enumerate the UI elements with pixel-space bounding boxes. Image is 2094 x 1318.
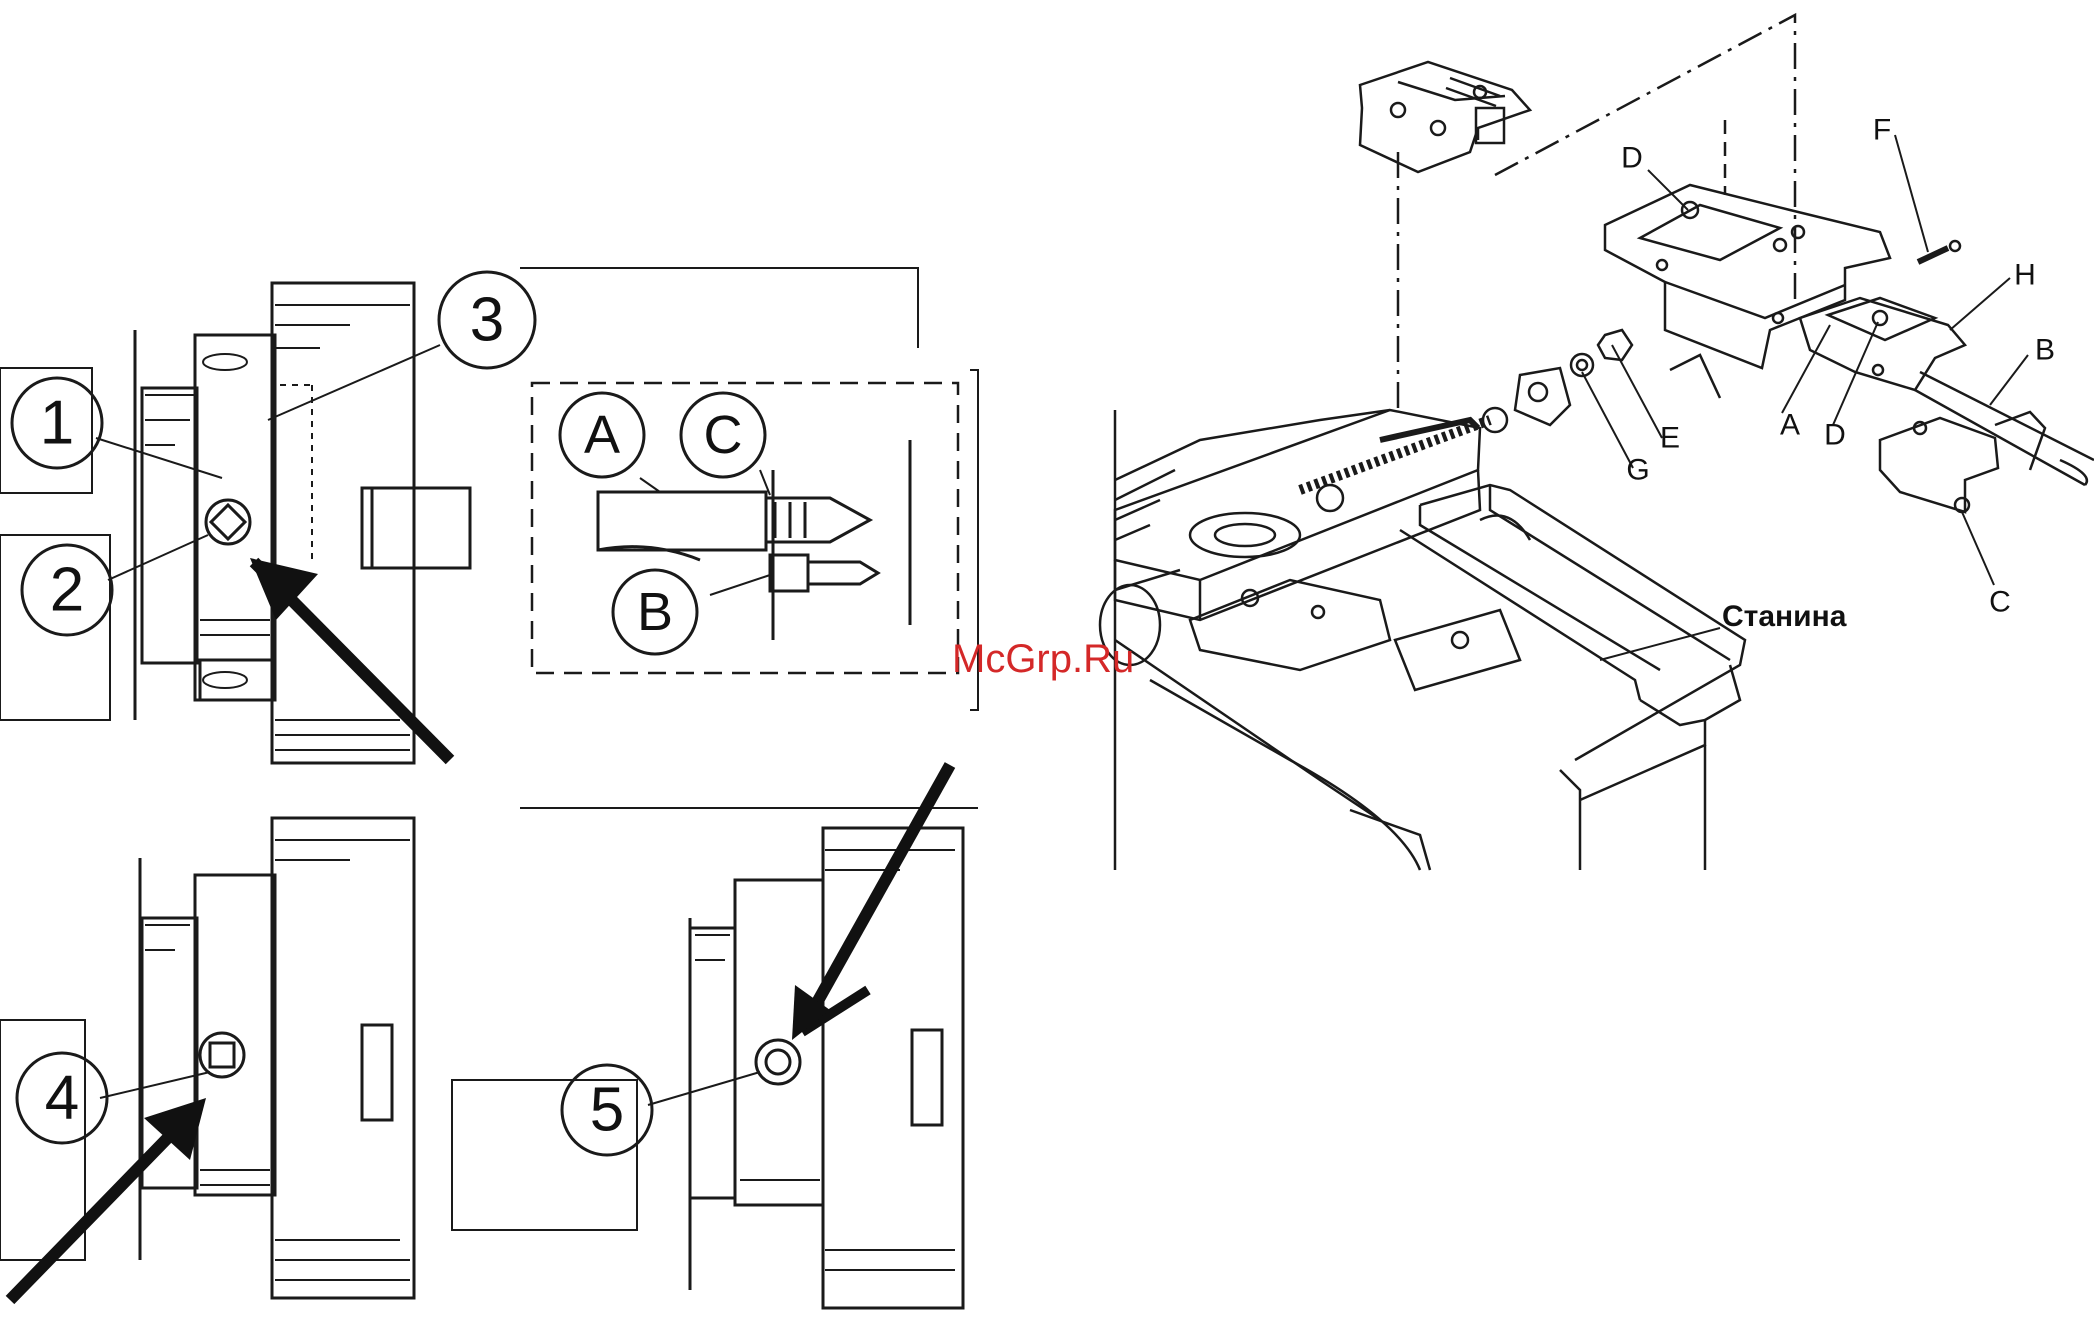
exploded-assembly [1100, 15, 2094, 870]
part-label-b: B [2035, 334, 2055, 367]
part-label-d: D [1621, 142, 1643, 175]
arrow-pointer [10, 1098, 206, 1300]
svg-text:5: 5 [590, 1076, 624, 1145]
jaw-view-top [96, 283, 470, 763]
part-label-g: G [1626, 454, 1649, 487]
svg-text:2: 2 [50, 556, 84, 625]
part-label-h: H [2014, 259, 2036, 292]
callout-4: 4 [17, 1053, 107, 1143]
part-label-d-mid: D [1824, 419, 1846, 452]
side-frames [0, 268, 978, 1260]
svg-text:B: B [637, 582, 673, 642]
detail-label-c: C [681, 393, 765, 477]
arrow-pointer [250, 558, 450, 760]
left-panel: 1 2 3 4 5 A C B [0, 268, 978, 1308]
svg-text:4: 4 [45, 1064, 79, 1133]
part-label-a: A [1780, 409, 1800, 442]
detail-label-b: B [613, 570, 697, 654]
part-label-e: E [1660, 422, 1680, 455]
svg-text:A: A [584, 405, 620, 465]
svg-text:1: 1 [40, 389, 74, 458]
right-panel: D F H B A D E G C Станина [1100, 15, 2094, 870]
callout-1: 1 [12, 378, 102, 468]
part-label-f: F [1873, 114, 1891, 147]
watermark: McGrp.Ru [952, 637, 1134, 681]
arrow-pointer [792, 765, 950, 1040]
svg-text:3: 3 [470, 286, 504, 355]
callout-3: 3 [439, 272, 535, 368]
jaw-view-bottom-left [10, 818, 414, 1300]
square-key-socket [206, 500, 250, 544]
bed-label: Станина [1722, 600, 1847, 633]
callout-5: 5 [562, 1065, 652, 1155]
callout-2: 2 [22, 545, 112, 635]
part-label-c: C [1989, 586, 2011, 619]
detail-label-a: A [560, 393, 644, 477]
jaw-view-bottom-right [648, 765, 963, 1308]
svg-text:C: C [704, 405, 743, 465]
